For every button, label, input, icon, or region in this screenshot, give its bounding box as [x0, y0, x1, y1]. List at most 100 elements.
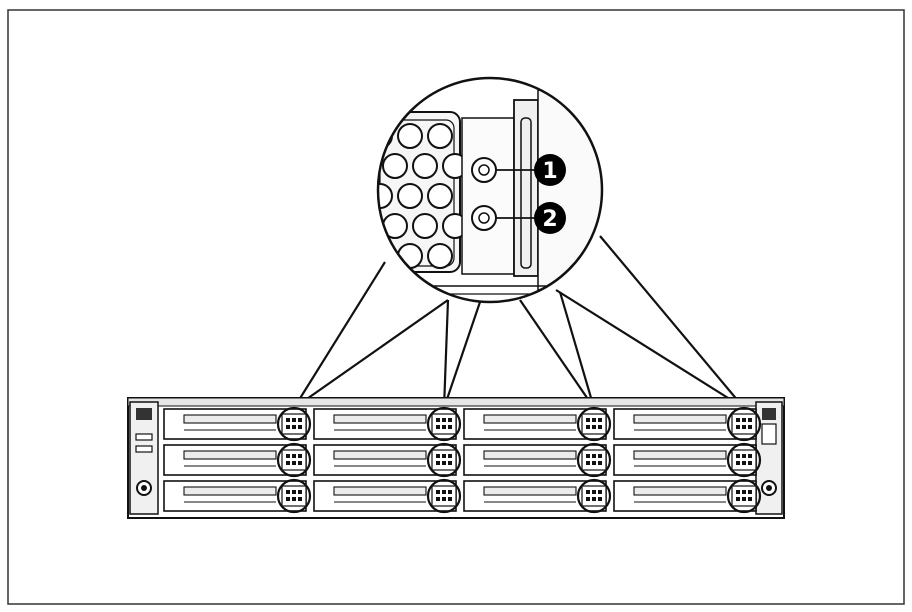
- callout-marker-2: 2: [534, 202, 566, 234]
- drive-led-dot: [292, 418, 296, 422]
- drive-led-dot: [292, 461, 296, 465]
- drive-led-dot: [286, 454, 290, 458]
- drive-led-panel: [731, 413, 757, 435]
- drive-bay: [313, 442, 462, 478]
- callout-marker-1: 1: [534, 154, 566, 186]
- vent-hole: [427, 183, 453, 209]
- zoom-vent-holes: [378, 123, 468, 269]
- zoom-led-panel: [461, 117, 515, 275]
- leader-line: [599, 235, 745, 409]
- led-1-inner-icon: [478, 164, 490, 176]
- drive-led-highlight-circle: [726, 406, 762, 442]
- callout-1-label: 1: [542, 159, 557, 184]
- vent-hole: [412, 153, 438, 179]
- vent-hole: [397, 183, 423, 209]
- vent-hole: [427, 123, 453, 149]
- drive-led-dot: [598, 490, 602, 494]
- drive-led-panel: [281, 485, 307, 507]
- drive-bay: [463, 442, 612, 478]
- drive-led-panel: [281, 413, 307, 435]
- drive-led-dot: [436, 418, 440, 422]
- status-led-icon: [135, 445, 153, 453]
- drive-led-dot: [436, 461, 440, 465]
- leader-line: [293, 299, 449, 409]
- drive-led-dot: [442, 418, 446, 422]
- drive-led-highlight-circle: [576, 442, 612, 478]
- drive-led-dot: [442, 454, 446, 458]
- drive-bay: [163, 406, 312, 442]
- drive-led-dot: [586, 418, 590, 422]
- drive-handle: [483, 450, 577, 460]
- drive-led-dot: [436, 497, 440, 501]
- drive-led-panel: [281, 449, 307, 471]
- drive-led-panel: [731, 485, 757, 507]
- drive-bay: [613, 442, 762, 478]
- drive-bays: [163, 406, 762, 514]
- drive-handle: [333, 414, 427, 424]
- callout-2-label: 2: [542, 207, 557, 232]
- drive-led-dot: [592, 461, 596, 465]
- drive-led-dot: [298, 454, 302, 458]
- drive-led-dot: [436, 425, 440, 429]
- drive-led-dot: [742, 454, 746, 458]
- server-chassis: [127, 397, 785, 519]
- drive-led-panel: [581, 485, 607, 507]
- uid-button-icon: [762, 408, 776, 420]
- drive-led-highlight-circle: [726, 478, 762, 514]
- drive-led-dot: [442, 425, 446, 429]
- drive-led-panel: [431, 449, 457, 471]
- vent-hole: [427, 243, 453, 269]
- chassis-top-strip: [127, 397, 785, 407]
- drive-led-dot: [736, 425, 740, 429]
- magnified-circle-outline: [376, 76, 604, 304]
- drive-handle: [633, 414, 727, 424]
- drive-led-dot: [592, 418, 596, 422]
- callout-2-circle: [534, 202, 566, 234]
- drive-led-dot: [586, 461, 590, 465]
- drive-led-dot: [286, 490, 290, 494]
- drive-handle: [183, 486, 277, 496]
- drive-led-panel: [731, 449, 757, 471]
- drive-bay: [613, 478, 762, 514]
- drive-led-dot: [292, 497, 296, 501]
- drive-led-dot: [748, 461, 752, 465]
- drive-led-dot: [598, 497, 602, 501]
- drive-handle: [633, 486, 727, 496]
- drive-led-dot: [298, 425, 302, 429]
- drive-bay: [463, 478, 612, 514]
- drive-led-dot: [598, 425, 602, 429]
- drive-handle: [183, 450, 277, 460]
- drive-led-dot: [592, 425, 596, 429]
- drive-led-dot: [592, 497, 596, 501]
- drive-led-dot: [448, 490, 452, 494]
- drive-led-dot: [436, 454, 440, 458]
- leader-line: [442, 301, 482, 409]
- drive-led-dot: [448, 461, 452, 465]
- drive-led-dot: [292, 454, 296, 458]
- drive-led-dot: [436, 490, 440, 494]
- drive-bay: [313, 406, 462, 442]
- drive-led-dot: [736, 418, 740, 422]
- drive-bay: [463, 406, 612, 442]
- left-rack-ear: [129, 401, 159, 515]
- vent-hole: [397, 243, 423, 269]
- drive-led-dot: [736, 490, 740, 494]
- power-button-icon: [135, 433, 153, 441]
- drive-led-dot: [742, 418, 746, 422]
- drive-led-highlight-circle: [276, 478, 312, 514]
- drive-led-dot: [748, 454, 752, 458]
- drive-led-panel: [581, 413, 607, 435]
- callout-1-circle: [534, 154, 566, 186]
- drive-led-dot: [448, 454, 452, 458]
- drive-led-dot: [298, 461, 302, 465]
- drive-led-dot: [286, 461, 290, 465]
- drive-led-dot: [286, 418, 290, 422]
- drive-led-highlight-circle: [276, 406, 312, 442]
- drive-led-dot: [736, 454, 740, 458]
- drive-led-dot: [748, 490, 752, 494]
- drive-led-dot: [586, 497, 590, 501]
- drive-led-highlight-circle: [426, 478, 462, 514]
- drive-led-dot: [442, 497, 446, 501]
- drive-led-dot: [598, 454, 602, 458]
